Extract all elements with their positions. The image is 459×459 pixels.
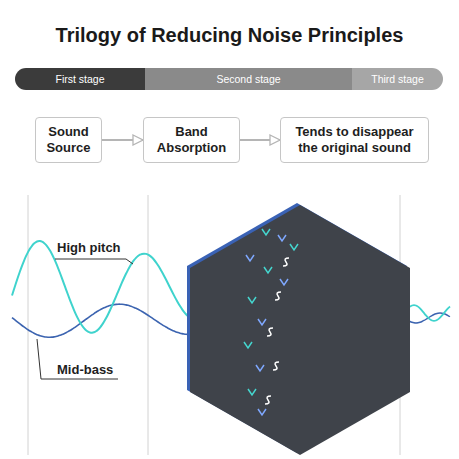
box-text: Band Absorption (151, 124, 232, 156)
chevron-mark (244, 342, 252, 348)
curl-mark (267, 328, 273, 336)
chevron-mark (262, 229, 270, 235)
chevron-mark (246, 255, 254, 261)
chevron-mark (290, 244, 298, 250)
hexagon-panel (190, 205, 410, 455)
flow-arrow (240, 139, 280, 141)
chevron-mark (248, 389, 256, 395)
chevron-mark (264, 267, 272, 273)
leader-lines (37, 259, 133, 379)
curl-mark (265, 396, 271, 404)
chevron-mark (258, 409, 266, 415)
stage-label: First stage (55, 73, 104, 86)
felt-panel (187, 203, 410, 455)
box-text: Tends to disappear the original sound (288, 124, 421, 156)
chevron-mark (278, 235, 286, 241)
chevron-mark (248, 297, 256, 303)
wave-label: Mid-bass (57, 362, 113, 377)
guide-line (28, 195, 29, 455)
curl-mark (275, 292, 281, 300)
flow-arrow (102, 139, 143, 141)
chevron-mark (280, 279, 288, 285)
curl-mark (273, 362, 279, 370)
box-text: Sound Source (43, 124, 94, 156)
curl-mark (283, 258, 289, 266)
wave-line (12, 304, 200, 337)
stage-band: Second stage (145, 68, 352, 90)
panel-marks (244, 229, 298, 415)
process-box: Sound Source (35, 117, 102, 163)
stage-band: First stage (15, 68, 145, 90)
leader-line (37, 339, 118, 379)
chevron-mark (256, 365, 264, 371)
wave-label: High pitch (57, 240, 121, 255)
process-box: Band Absorption (143, 117, 240, 163)
stage-label: Third stage (371, 73, 424, 86)
stage-band: Third stage (352, 68, 443, 90)
stage-label: Second stage (216, 73, 280, 86)
process-box: Tends to disappear the original sound (280, 117, 429, 163)
guide-line (148, 195, 149, 455)
chevron-mark (258, 319, 266, 325)
wave-line (404, 305, 450, 321)
leader-line (55, 259, 133, 264)
diagram-title: Trilogy of Reducing Noise Principles (0, 24, 459, 47)
